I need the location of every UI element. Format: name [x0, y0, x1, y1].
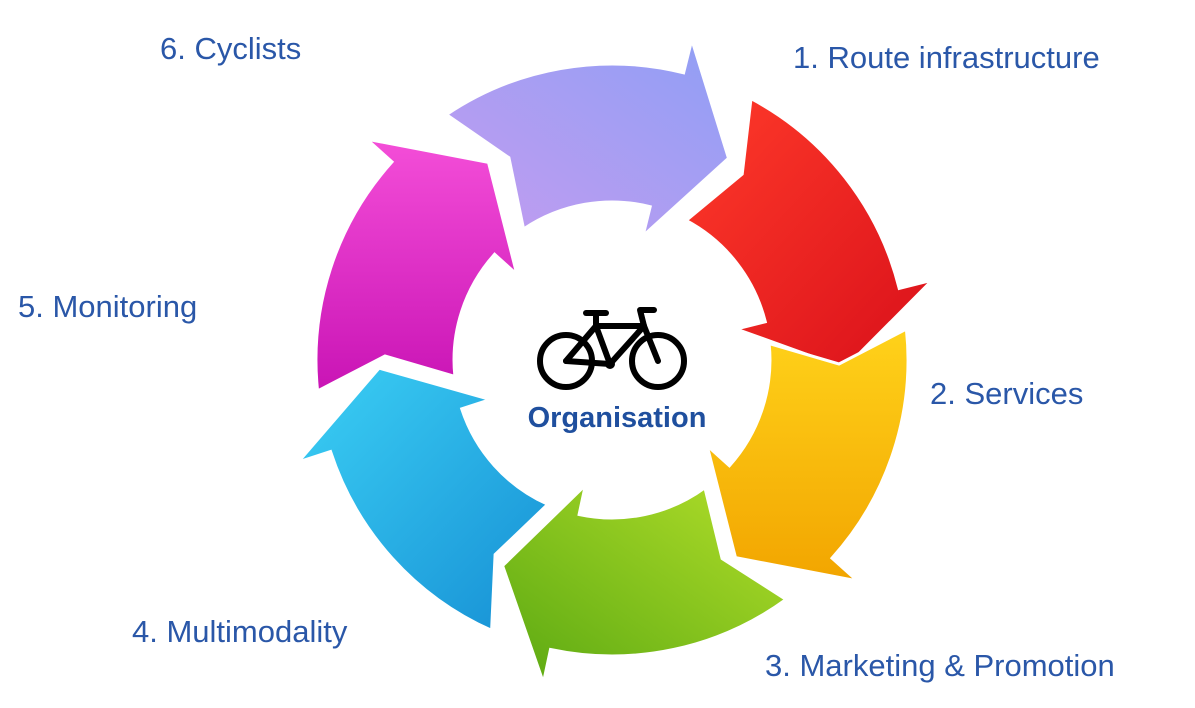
step-label-cyclists: 6. Cyclists	[160, 31, 302, 66]
arrow-multimodality	[293, 366, 551, 633]
arrow-marketing-promotion	[500, 480, 789, 689]
arrow-monitoring	[314, 136, 520, 394]
step-label-marketing-promotion: 3. Marketing & Promotion	[765, 648, 1115, 683]
bicycle-icon	[537, 307, 687, 390]
step-label-monitoring: 5. Monitoring	[18, 289, 198, 324]
arrow-services	[704, 326, 910, 584]
arrow-route-infrastructure	[683, 96, 938, 370]
step-label-route-infrastructure: 1. Route infrastructure	[793, 40, 1100, 75]
step-label-multimodality: 4. Multimodality	[132, 614, 348, 649]
center-title: Organisation	[527, 402, 707, 434]
step-label-services: 2. Services	[930, 376, 1084, 411]
arrow-cyclists	[443, 34, 731, 241]
